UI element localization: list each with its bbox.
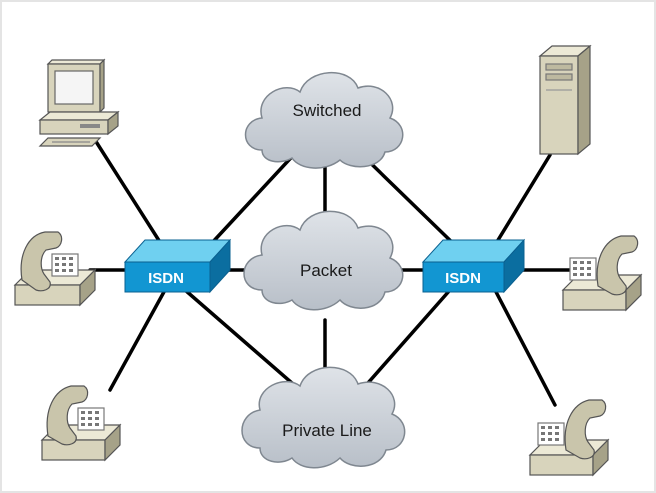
- line-private-line-to-isdn-right: [358, 288, 452, 394]
- cloud-private-line: Private Line: [241, 366, 406, 469]
- line-isdn-left-to-switched: [208, 146, 302, 247]
- telephone-icon: [13, 231, 97, 307]
- isdn-switch-left-label: ISDN: [148, 270, 184, 287]
- computer-icon: [38, 58, 120, 147]
- line-phone2-to-isdn-left: [108, 288, 167, 392]
- cloud-packet-label: Packet: [300, 261, 352, 280]
- line-isdn-right-to-phone2: [493, 288, 557, 407]
- cloud-packet: Packet: [243, 210, 404, 311]
- telephone-icon: [40, 385, 122, 462]
- isdn-switch-right-label: ISDN: [445, 270, 481, 287]
- cloud-switched-label: Switched: [293, 101, 362, 120]
- isdn-switch-left: ISDN: [123, 238, 232, 294]
- line-computer-to-isdn-left: [93, 138, 167, 252]
- isdn-switch-right: ISDN: [421, 238, 526, 294]
- connection-lines: [88, 138, 577, 407]
- line-isdn-left-to-private-line: [183, 288, 302, 392]
- telephone-icon: [561, 235, 643, 312]
- server-icon: [538, 44, 592, 156]
- telephone-icon: [528, 399, 610, 477]
- cloud-switched: Switched: [244, 72, 404, 169]
- line-isdn-right-to-server: [493, 153, 552, 247]
- cloud-private-line-label: Private Line: [282, 421, 372, 440]
